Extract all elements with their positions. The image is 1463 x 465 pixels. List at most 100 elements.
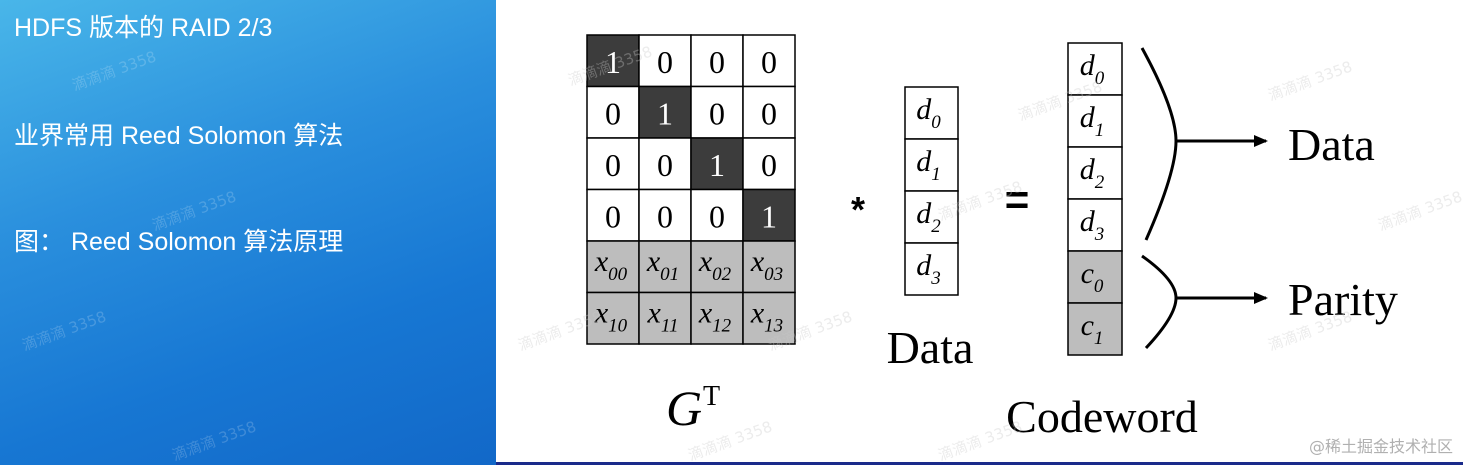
parity-brace <box>1141 254 1178 350</box>
identity-cell-value: 0 <box>605 147 621 183</box>
identity-cell <box>690 34 744 88</box>
codeword-data-cell <box>1067 198 1123 252</box>
identity-cell-value: 1 <box>657 95 673 131</box>
codeword-parity-entry: c1 <box>1081 309 1104 349</box>
left-panel: HDFS 版本的 RAID 2/3 业界常用 Reed Solomon 算法 图… <box>0 0 496 465</box>
multiply-operator: * <box>851 189 865 230</box>
identity-cell-value: 0 <box>709 95 725 131</box>
identity-cell-value: 0 <box>605 198 621 234</box>
identity-cell-value: 1 <box>605 44 621 80</box>
coefficient-cell-value: x03 <box>750 245 783 285</box>
codeword-data-entry-symbol: d <box>1080 101 1096 134</box>
codeword-data-entry-subscript: 3 <box>1094 224 1105 245</box>
codeword-data-cell <box>1067 94 1123 148</box>
coefficient-cell-value: x00 <box>594 245 628 285</box>
coefficient-cell-value-symbol: x <box>750 296 765 329</box>
data-vector-entry-symbol: d <box>916 145 932 178</box>
codeword-parity-entry: c0 <box>1081 257 1104 297</box>
coefficient-cell <box>690 291 744 345</box>
data-vector-entry: d0 <box>916 93 941 133</box>
identity-cell-value: 0 <box>761 147 777 183</box>
codeword-parity-entry-symbol: c <box>1081 309 1094 342</box>
coefficient-cell-value-subscript: 01 <box>660 264 679 285</box>
codeword-data-cell <box>1067 42 1123 96</box>
slide-figure-caption: 图： Reed Solomon 算法原理 <box>14 228 344 256</box>
identity-cell-value: 1 <box>761 198 777 234</box>
codeword-data-cell <box>1067 146 1123 200</box>
equals-operator: = <box>1005 176 1030 223</box>
coefficient-cell-value-symbol: x <box>594 245 609 278</box>
codeword-parity-entry-symbol: c <box>1081 257 1094 290</box>
output-parity-label: Parity <box>1288 274 1398 325</box>
watermark: 滴滴滴 3358 <box>169 417 259 465</box>
identity-cell-value: 0 <box>761 95 777 131</box>
identity-cell-value: 0 <box>761 44 777 80</box>
codeword-label: Codeword <box>1006 391 1198 442</box>
codeword-parity-cell <box>1067 302 1123 356</box>
codeword-parity-entry-subscript: 1 <box>1094 328 1104 349</box>
identity-cell <box>638 188 692 242</box>
codeword-data-entry-symbol: d <box>1080 49 1096 82</box>
identity-cell <box>742 34 796 88</box>
codeword-data-entry: d1 <box>1080 101 1105 141</box>
coefficient-cell-value: x10 <box>594 296 628 336</box>
identity-cell-value: 1 <box>709 147 725 183</box>
coefficient-cell-value: x13 <box>750 296 783 336</box>
coefficient-cell <box>638 240 692 294</box>
coefficient-cell-value-subscript: 00 <box>608 264 628 285</box>
data-vector-cell <box>904 190 959 244</box>
codeword-data-entry-symbol: d <box>1080 205 1096 238</box>
codeword-parity-entry-subscript: 0 <box>1094 276 1104 297</box>
coefficient-cell-value-symbol: x <box>646 245 661 278</box>
codeword-data-entry-subscript: 2 <box>1095 172 1105 193</box>
data-vector-entry-subscript: 1 <box>931 164 941 185</box>
data-vector-entry-symbol: d <box>916 249 932 282</box>
data-vector-entry-subscript: 3 <box>930 268 941 289</box>
coefficient-cell-value-subscript: 03 <box>764 264 783 285</box>
codeword-data-entry: d0 <box>1080 49 1105 89</box>
coefficient-cell-value-symbol: x <box>594 296 609 329</box>
coefficient-cell-value-subscript: 10 <box>608 315 628 336</box>
identity-cell-value: 0 <box>605 95 621 131</box>
coefficient-cell <box>586 291 640 345</box>
source-credit: @稀土掘金技术社区 <box>1308 437 1453 456</box>
data-vector-entry-subscript: 2 <box>931 216 941 237</box>
data-vector-cell <box>904 242 959 296</box>
coefficient-cell-value-subscript: 12 <box>712 315 732 336</box>
data-vector-entry-symbol: d <box>916 197 932 230</box>
coefficient-cell-value: x11 <box>647 296 679 336</box>
data-vector-label: Data <box>887 322 974 373</box>
codeword-data-entry-subscript: 0 <box>1095 68 1105 89</box>
slide-bullet-algorithm: 业界常用 Reed Solomon 算法 <box>14 122 344 150</box>
matrix-label-superscript: T <box>703 381 720 412</box>
watermark: 滴滴滴 3358 <box>19 307 109 355</box>
identity-cell <box>586 85 640 139</box>
identity-cell <box>742 85 796 139</box>
identity-cell <box>690 85 744 139</box>
codeword-data-entry-subscript: 1 <box>1095 120 1105 141</box>
coefficient-cell-value-symbol: x <box>698 245 713 278</box>
coefficient-cell <box>742 291 796 345</box>
watermark: 滴滴滴 3358 <box>69 47 159 95</box>
codeword-data-entry-symbol: d <box>1080 153 1096 186</box>
identity-cell <box>586 188 640 242</box>
slide-title: HDFS 版本的 RAID 2/3 <box>14 14 273 42</box>
coefficient-cell <box>586 240 640 294</box>
data-brace <box>1140 47 1178 241</box>
codeword-data-entry: d3 <box>1080 205 1105 245</box>
data-vector-entry-subscript: 0 <box>931 112 941 133</box>
data-vector-cell <box>904 86 959 140</box>
coefficient-cell-value-symbol: x <box>698 296 713 329</box>
identity-cell-value: 0 <box>657 147 673 183</box>
matrix-label-main: G <box>666 380 702 436</box>
identity-cell-value: 0 <box>657 198 673 234</box>
data-vector-entry: d1 <box>916 145 941 185</box>
identity-cell-value: 0 <box>709 198 725 234</box>
coefficient-cell <box>690 240 744 294</box>
data-vector-entry-symbol: d <box>916 93 932 126</box>
coefficient-cell-value-symbol: x <box>647 296 662 329</box>
